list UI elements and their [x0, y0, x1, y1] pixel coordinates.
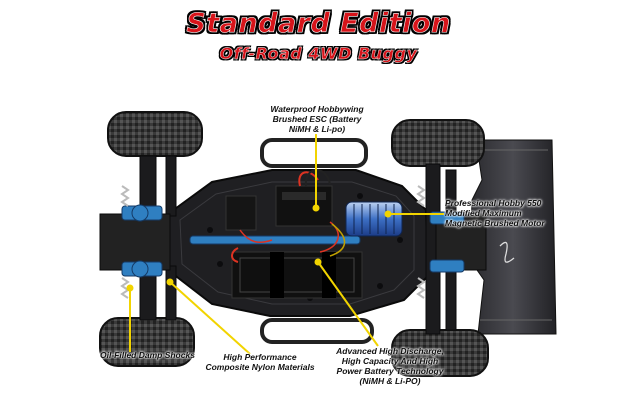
front-bumper — [260, 138, 368, 168]
wheel-rear-left — [391, 119, 485, 167]
callout-battery-line: High Capacity And High — [341, 356, 439, 366]
battery-pack — [231, 247, 363, 299]
callout-nylon-line: Composite Nylon Materials — [205, 362, 315, 372]
rear-wing — [469, 139, 557, 335]
callout-esc: Waterproof Hobbywing Brushed ESC (Batter… — [262, 104, 372, 134]
callout-battery: Advanced High Discharge, High Capacity A… — [330, 346, 450, 386]
callout-esc-line: NiMH & Li-po) — [288, 124, 346, 134]
callout-battery-line: Advanced High Discharge, — [336, 346, 444, 356]
rear-bumper — [260, 318, 374, 344]
callout-shocks: Oil-Filled Damp Shocks — [100, 350, 220, 360]
brushed-motor — [345, 201, 403, 237]
callout-battery-line: Power Battery Technology — [336, 366, 444, 376]
esc-unit — [275, 169, 333, 227]
front-suspension — [99, 155, 177, 321]
callout-motor-line: Professional Hobby 550 — [445, 198, 542, 208]
wheel-front-left — [107, 111, 203, 157]
callout-shocks-line: Oil-Filled Damp Shocks — [100, 350, 195, 360]
callout-esc-line: Waterproof Hobbywing — [270, 104, 364, 114]
wiring — [239, 221, 346, 257]
callout-battery-line: (NiMH & Li-PO) — [359, 376, 421, 386]
shock-absorbers — [120, 185, 426, 299]
page-title: Standard Edition — [186, 8, 451, 40]
callout-motor-line: Modified Maximum — [445, 208, 522, 218]
aluminum-parts — [121, 204, 465, 278]
callout-nylon-line: High Performance — [223, 352, 297, 362]
steering-servo — [225, 195, 257, 231]
callout-motor: Professional Hobby 550 Modified Maximum … — [445, 198, 595, 228]
callout-esc-line: Brushed ESC (Battery — [272, 114, 362, 124]
callout-lines — [126, 134, 444, 355]
page-subtitle: Off-Road 4WD Buggy — [219, 44, 418, 63]
callout-motor-line: Magnetic Brushed Motor — [445, 218, 545, 228]
callout-nylon: High Performance Composite Nylon Materia… — [200, 352, 320, 372]
